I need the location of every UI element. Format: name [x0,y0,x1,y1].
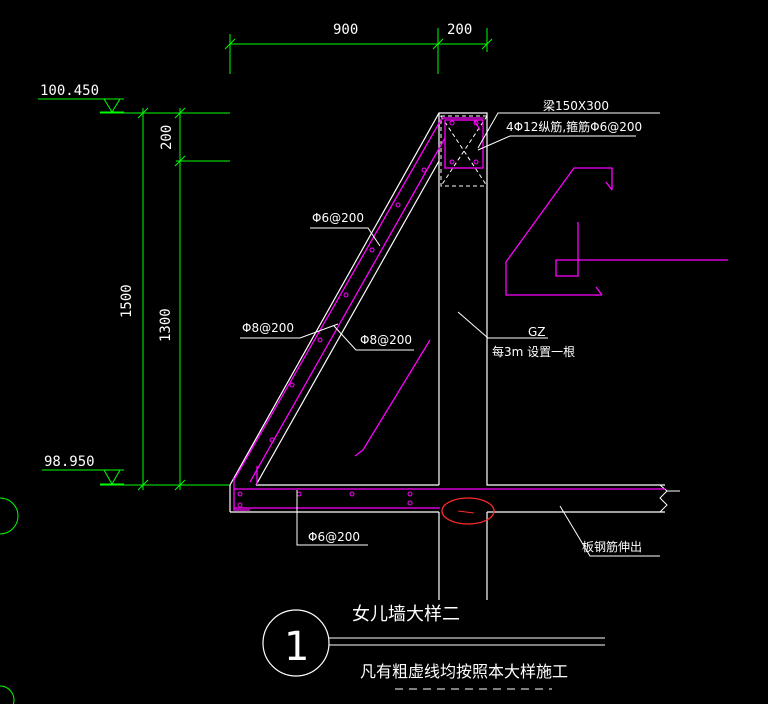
column-note: 每3m 设置一根 [492,344,575,359]
dim-height-lower: 1300 [158,308,174,342]
highlight-ellipse [441,497,495,525]
grid-bubble-left-lower [0,685,15,704]
elevation-marker-bottom [42,469,124,486]
rebar-dots [237,120,479,508]
leader-lines [240,112,660,557]
slope-main-bar-note: Φ8@200 [242,321,294,335]
beam-size-note: 梁150X300 [543,98,609,113]
slope-stirrup-note: Φ6@200 [312,211,364,225]
dim-width-left: 900 [333,22,358,38]
inner-bar-note: Φ8@200 [360,333,412,347]
title-note: 凡有粗虚线均按照本大样施工 [360,662,568,681]
top-dimension [224,28,493,74]
highlight-mark [457,510,475,514]
dim-height-top: 200 [159,125,175,150]
dim-height-total: 1500 [119,284,135,318]
title-name: 女儿墙大样二 [352,604,460,625]
grid-bubble-left [0,497,19,535]
elevation-top-label: 100.450 [40,83,99,99]
parapet-outline [229,112,665,600]
title-number: 1 [284,624,309,670]
slab-bar-note: Φ6@200 [308,530,360,544]
column-label: GZ [528,325,546,339]
rebar-lines [233,117,728,511]
title-underline [329,637,605,646]
left-dimension [100,107,230,491]
elevation-marker-top [38,98,124,113]
title-number-circle [262,609,330,677]
beam-rebar-note: 4Φ12纵筋,箍筋Φ6@200 [506,119,642,134]
beam-section [440,115,488,187]
dim-width-right: 200 [447,22,472,38]
elevation-bottom-label: 98.950 [44,454,95,470]
slab-extend-note: 板钢筋伸出 [582,539,642,554]
